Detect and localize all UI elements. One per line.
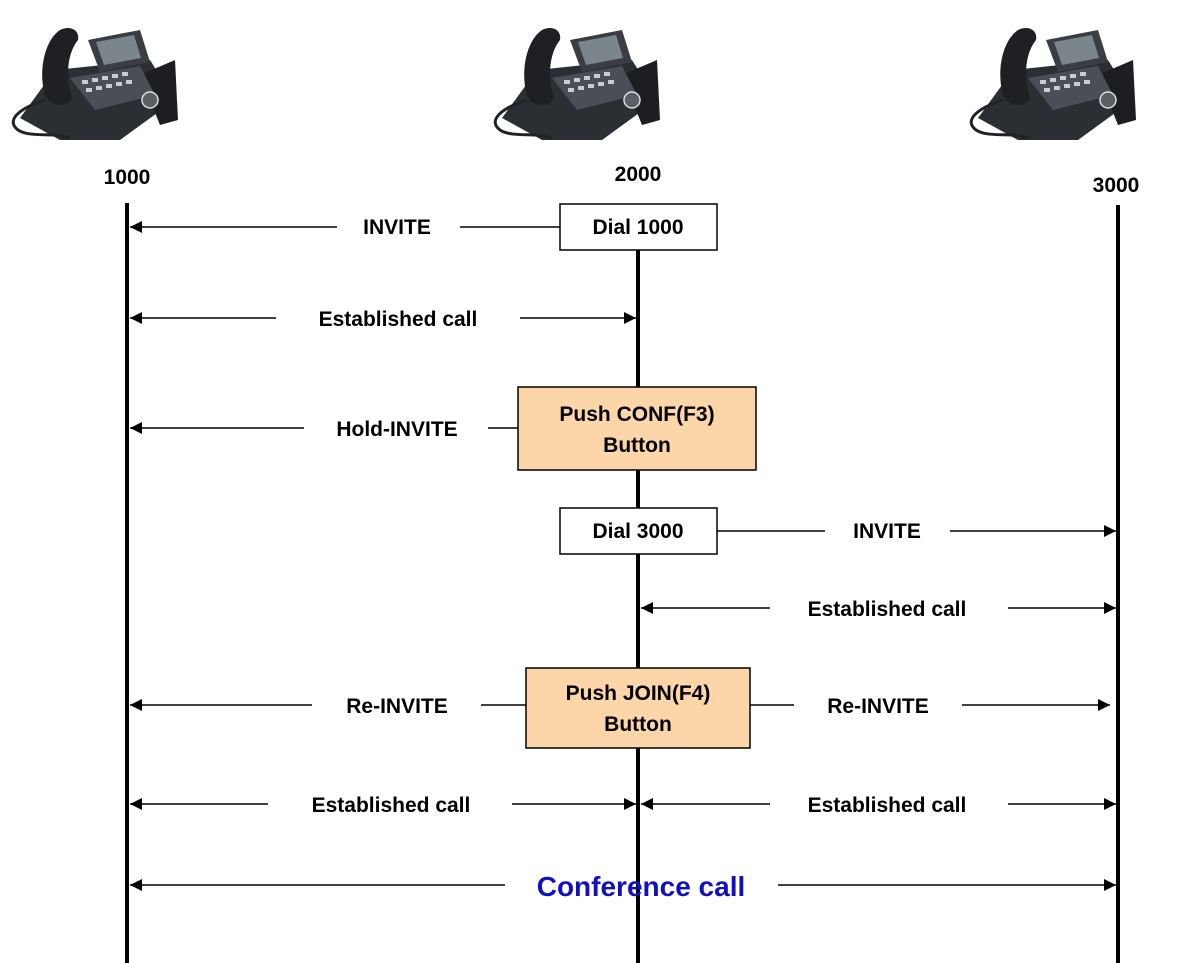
- message-label: Established call: [319, 308, 478, 331]
- message-label: Hold-INVITE: [336, 418, 457, 441]
- conference-call-label: Conference call: [537, 871, 746, 902]
- phone-label-1000: 1000: [104, 166, 151, 189]
- message-label: INVITE: [363, 216, 431, 239]
- message-label: Re-INVITE: [346, 695, 448, 718]
- message-established-2: Established call: [641, 598, 1116, 621]
- phone-image-3000: [969, 26, 1138, 142]
- action-dial-1000: Dial 1000: [559, 203, 718, 251]
- message-invite-1: INVITE: [130, 216, 560, 239]
- desk-phone-icon: [11, 26, 180, 142]
- phone-label-2000: 2000: [615, 163, 662, 186]
- action-label-line2: Button: [604, 713, 672, 736]
- message-label: INVITE: [853, 520, 921, 543]
- message-reinvite-left: Re-INVITE: [130, 695, 526, 718]
- message-hold-invite: Hold-INVITE: [130, 418, 518, 441]
- message-reinvite-right: Re-INVITE: [750, 695, 1110, 718]
- phone-image-2000: [493, 26, 662, 142]
- message-established-3: Established call: [130, 794, 636, 817]
- phone-label-3000: 3000: [1093, 174, 1140, 197]
- action-label: Dial 3000: [592, 520, 683, 543]
- desk-phone-icon: [493, 26, 662, 142]
- message-conference-call: Conference call: [130, 871, 1116, 902]
- action-push-conf: Push CONF(F3) Button: [517, 386, 757, 471]
- action-push-join: Push JOIN(F4) Button: [525, 667, 751, 749]
- message-label: Re-INVITE: [827, 695, 929, 718]
- action-label-line1: Push JOIN(F4): [566, 682, 711, 705]
- message-established-4: Established call: [641, 794, 1116, 817]
- message-label: Established call: [808, 794, 967, 817]
- message-label: Established call: [312, 794, 471, 817]
- phone-image-1000: [11, 26, 180, 142]
- action-label-line1: Push CONF(F3): [559, 403, 714, 426]
- action-label: Dial 1000: [592, 216, 683, 239]
- message-established-1: Established call: [130, 308, 636, 331]
- message-invite-2: INVITE: [717, 520, 1116, 543]
- message-label: Established call: [808, 598, 967, 621]
- action-label-line2: Button: [603, 434, 671, 457]
- desk-phone-icon: [969, 26, 1138, 142]
- action-dial-3000: Dial 3000: [559, 507, 718, 555]
